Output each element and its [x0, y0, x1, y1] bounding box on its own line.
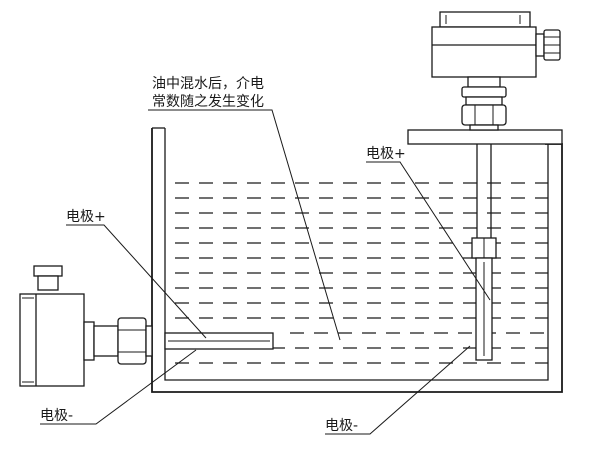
left-negative-label: 电极-	[40, 408, 73, 424]
left-probe-rod	[164, 332, 274, 350]
right-neck	[461, 76, 507, 131]
annotation-leader	[148, 109, 341, 341]
right-negative-leader	[325, 345, 471, 435]
left-negative-leader	[40, 349, 197, 425]
right-sensor	[407, 11, 563, 361]
left-positive-leader	[66, 224, 207, 339]
mounting-flange	[407, 129, 563, 145]
left-positive-label: 电极+	[66, 209, 106, 225]
right-positive-label: 电极+	[366, 146, 406, 162]
leader-lines	[40, 109, 491, 435]
right-positive-leader	[366, 161, 491, 301]
right-junction-box	[431, 11, 561, 78]
annotation-text-line1: 油中混水后，介电	[152, 76, 264, 92]
labels: 油中混水后，介电 常数随之发生变化 电极+ 电极+ 电极- 电极-	[40, 76, 406, 434]
tank	[151, 127, 563, 393]
right-probe-rod	[471, 144, 497, 361]
left-sensor	[19, 265, 274, 387]
right-negative-label: 电极-	[325, 418, 358, 434]
oil-level-lines	[175, 182, 548, 364]
left-junction-box	[19, 265, 85, 387]
left-neck	[83, 317, 153, 365]
annotation-text-line2: 常数随之发生变化	[152, 94, 264, 110]
